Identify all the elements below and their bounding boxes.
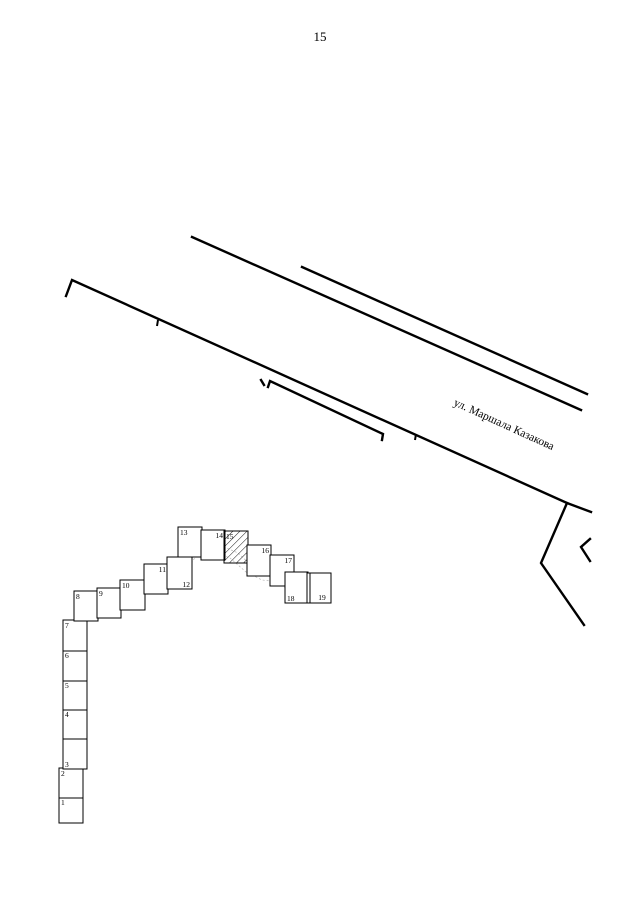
section-box-13 (177, 526, 203, 558)
section-number: 17 (285, 556, 293, 565)
section-10: 10 (119, 579, 146, 611)
section-number: 18 (287, 594, 295, 603)
section-number: 12 (183, 580, 191, 589)
section-5: 5 (62, 679, 88, 711)
section-16: 16 (246, 544, 272, 577)
section-18: 18 (284, 571, 309, 604)
section-number: 11 (159, 565, 166, 574)
road-edge-north-inner (300, 265, 589, 396)
section-number: 2 (61, 769, 65, 778)
section-box-2 (58, 767, 84, 799)
section-trace-2 (61, 551, 293, 801)
section-box-3 (62, 737, 88, 770)
section-number: 10 (122, 581, 130, 590)
section-box-12 (166, 556, 193, 590)
section-number: 13 (180, 528, 188, 537)
section-11: 11 (143, 563, 169, 595)
section-box-7 (62, 619, 88, 652)
road-tick-2 (414, 433, 417, 441)
section-number: 7 (65, 621, 69, 630)
road-edge-north (190, 235, 583, 412)
service-lane (266, 379, 385, 442)
section-12: 12 (166, 556, 193, 590)
section-14: 14 (200, 529, 226, 561)
section-box-5 (62, 679, 88, 711)
section-3: 3 (62, 737, 88, 770)
road-tick-1 (156, 319, 159, 327)
section-number: 19 (318, 593, 326, 602)
service-lane-mark (259, 378, 266, 387)
road-edge-south (64, 278, 593, 514)
section-4: 4 (62, 708, 88, 740)
section-box-9 (96, 587, 122, 619)
section-number: 1 (61, 798, 65, 807)
section-2: 2 (58, 767, 84, 799)
section-box-8 (73, 590, 99, 622)
section-box-14 (200, 529, 226, 561)
section-number: 5 (65, 681, 69, 690)
section-box-16 (246, 544, 272, 577)
section-1: 1 (58, 796, 84, 824)
section-number: 15 (226, 532, 234, 541)
page-number: 15 (313, 29, 327, 44)
road-corner (579, 537, 592, 563)
section-box-15 (223, 530, 249, 564)
section-box-6 (62, 649, 88, 682)
section-box-19 (306, 572, 332, 604)
section-15: 15 (223, 530, 249, 564)
section-7: 7 (62, 619, 88, 652)
section-number: 4 (65, 710, 69, 719)
road-branch (539, 501, 586, 627)
section-19: 19 (306, 572, 332, 604)
section-box-10 (119, 579, 146, 611)
section-number: 16 (262, 546, 270, 555)
section-6: 6 (62, 649, 88, 682)
street-label: ул. Маршала Казакова (452, 397, 556, 453)
section-box-4 (62, 708, 88, 740)
section-8: 8 (73, 590, 99, 622)
section-number: 6 (65, 651, 69, 660)
section-9: 9 (96, 587, 122, 619)
section-number: 3 (65, 760, 69, 769)
section-number: 8 (76, 592, 80, 601)
section-13: 13 (177, 526, 203, 558)
section-number: 14 (216, 531, 224, 540)
section-number: 9 (99, 589, 103, 598)
section-box-11 (143, 563, 169, 595)
section-box-1 (58, 796, 84, 824)
